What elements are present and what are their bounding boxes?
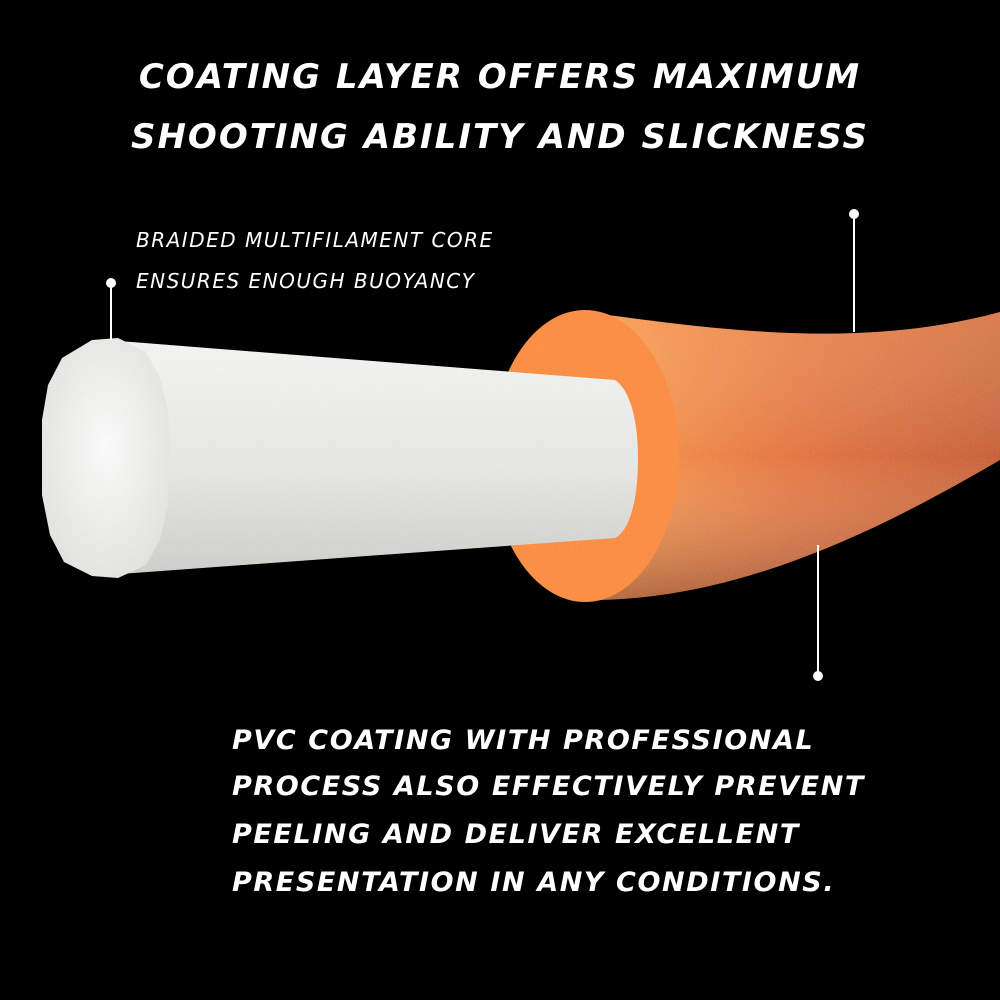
core-leader xyxy=(106,278,116,340)
coating-top-leader xyxy=(849,209,859,332)
coating-top-leader-dot xyxy=(849,209,859,219)
coating-callout-line-1: PVC COATING WITH PROFESSIONAL xyxy=(232,725,815,756)
coating-bottom-leader-dot xyxy=(813,671,823,681)
headline-line-1: COATING LAYER OFFERS MAXIMUM xyxy=(138,57,862,97)
coating-bottom-leader xyxy=(813,545,823,681)
headline-line-2: SHOOTING ABILITY AND SLICKNESS xyxy=(130,117,869,157)
braided-core xyxy=(42,338,638,578)
braided-core-end-face xyxy=(42,338,170,578)
coating-callout-line-4: PRESENTATION IN ANY CONDITIONS. xyxy=(232,867,836,898)
core-callout-line-2: ENSURES ENOUGH BUOYANCY xyxy=(136,269,476,293)
pvc-coating-body xyxy=(585,312,1000,600)
core-leader-dot xyxy=(106,278,116,288)
coating-callout-line-2: PROCESS ALSO EFFECTIVELY PREVENT xyxy=(232,771,865,802)
core-callout-line-1: BRAIDED MULTIFILAMENT CORE xyxy=(136,228,494,252)
coating-callout-line-3: PEELING AND DELIVER EXCELLENT xyxy=(232,819,800,850)
